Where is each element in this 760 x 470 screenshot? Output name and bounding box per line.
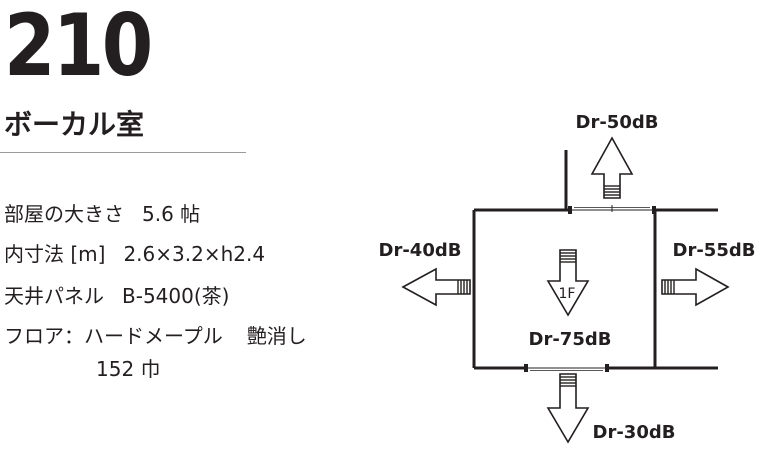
- spec-floor-finish: 艶消し: [246, 324, 307, 348]
- arrow-right-icon: [661, 267, 730, 307]
- door-bottom: [524, 364, 609, 372]
- arrow-down-center-tail: [560, 252, 576, 263]
- rating-right: Dr-55dB: [673, 240, 756, 261]
- spec-ceiling-label: 天井パネル: [4, 284, 104, 308]
- spec-dimensions: 内寸法 [m] 2.6×3.2×h2.4: [4, 241, 265, 267]
- spec-floor-size: 152 巾: [96, 357, 161, 381]
- room-number: 210: [4, 0, 153, 96]
- rating-left: Dr-40dB: [379, 240, 462, 261]
- spec-ceiling: 天井パネル B-5400(茶): [4, 283, 229, 309]
- floor-label: 1F: [559, 286, 576, 302]
- spec-ceiling-value: B-5400(茶): [122, 284, 230, 308]
- spec-room-size-label: 部屋の大きさ: [4, 202, 124, 226]
- arrow-left-tail: [457, 280, 468, 294]
- spec-floor-label: フロア：ハードメープル: [4, 324, 223, 348]
- arrow-down-bottom-tail: [560, 376, 576, 387]
- spec-room-size-value: 5.6 帖: [142, 202, 201, 226]
- door-top: [568, 205, 656, 214]
- arrow-up-tail: [604, 185, 620, 196]
- rating-center: Dr-75dB: [529, 329, 612, 350]
- arrow-up-icon: [590, 136, 634, 199]
- spec-room-size: 部屋の大きさ 5.6 帖: [4, 201, 200, 227]
- room-walls: [472, 150, 718, 370]
- arrow-right-tail: [664, 280, 675, 294]
- arrow-down-center-icon: [546, 249, 590, 317]
- rating-top: Dr-50dB: [576, 112, 659, 133]
- room-name: ボーカル室: [4, 108, 145, 141]
- rating-bottom: Dr-30dB: [593, 422, 676, 443]
- title-divider: [0, 152, 246, 153]
- spec-floor: フロア：ハードメープル艶消し: [4, 323, 307, 349]
- spec-dimensions-value: 2.6×3.2×h2.4: [123, 242, 266, 266]
- arrow-down-bottom-icon: [546, 373, 590, 444]
- floor-plan: Dr-50dB Dr-40dB Dr-55dB 1F Dr-75dB Dr-30…: [379, 112, 756, 444]
- arrow-left-icon: [401, 267, 471, 307]
- spec-dimensions-label: 内寸法 [m]: [4, 242, 106, 266]
